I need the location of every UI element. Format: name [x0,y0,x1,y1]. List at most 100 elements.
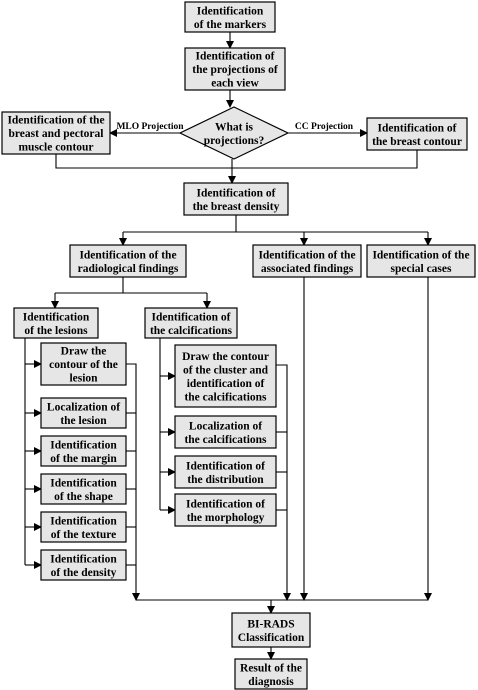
mlo-contour-label-line: breast and pectoral [9,128,104,140]
texture-label-line: Identification [50,515,117,527]
lesion-density-node: Identification of the density [40,549,127,581]
birads-label-line: Classification [238,632,305,644]
projections-label-line: the projections of [192,64,278,76]
decision-label-line: projections? [204,135,265,147]
shape-label-line: Identification [50,477,117,489]
birads-box [231,612,311,648]
draw-lesion-label-line: Draw the [61,346,107,358]
margin-label-line: of the margin [50,453,117,465]
shape-box [40,473,127,505]
density-label-line: Identification of [197,187,276,199]
special-node: Identification of the special cases [366,244,476,278]
mlo-contour-label-line: muscle contour [18,142,93,154]
distribution-box [174,455,277,489]
draw-cluster-label-line: the calcifications [184,391,267,403]
result-node: Result of the diagnosis [234,658,308,690]
distribution-label-line: Identification of [186,460,265,472]
result-label-line: Result of the [240,662,302,674]
cc-merge-line [232,150,418,169]
draw-cluster-label-line: Draw the contour [182,351,269,363]
lesions-box [13,307,99,339]
projections-label-line: each view [211,78,259,90]
density-node: Identification of the breast density [183,182,289,216]
associated-label-line: Identification of the [258,249,355,261]
texture-node: Identification of the texture [40,511,127,543]
associated-box [252,244,362,278]
morphology-node: Identification of the morphology [174,493,277,527]
associated-label-line: associated findings [261,263,354,275]
radiological-box [69,244,187,278]
birads-label-line: BI-RADS [247,618,294,630]
result-box [234,658,308,690]
morphology-label-line: the morphology [187,512,265,524]
mlo-contour-label-line: Identification of the [7,115,104,127]
radiological-node: Identification of the radiological findin… [69,244,187,278]
distribution-label-line: the distribution [187,474,264,486]
birads-node: BI-RADS Classification [231,612,311,648]
lesions-label-line: Identification [23,311,90,323]
calcifications-label-line: Identification of [152,311,231,323]
markers-label-line: of the markers [194,19,267,31]
special-label-line: special cases [390,263,452,275]
cc-contour-box [366,117,468,151]
draw-lesion-label-line: contour of the [49,359,118,371]
loc-calc-node: Localization of the calcifications [174,415,277,449]
loc-calc-label-line: Localization of [189,420,262,432]
mlo-projection-label: MLO Projection [116,122,184,132]
cc-contour-node: Identification of the breast contour [366,117,468,151]
draw-cluster-box [174,344,277,408]
texture-label-line: of the texture [51,529,117,541]
texture-box [40,511,127,543]
calcifications-output-line [276,364,291,601]
special-box [366,244,476,278]
decision-diamond [178,106,290,160]
draw-lesion-box [40,342,127,386]
margin-box [40,435,127,467]
projections-label-line: Identification of [196,51,275,63]
shape-label-line: of the shape [54,491,113,503]
draw-cluster-label-line: identification of [187,378,265,390]
lesions-output-line [126,363,140,601]
mlo-contour-box [1,111,111,155]
lesion-density-label-line: Identification [50,553,117,565]
special-label-line: Identification of the [372,249,469,261]
morphology-label-line: Identification of [186,498,265,510]
loc-lesion-node: Localization of the lesion [40,397,127,429]
distribution-node: Identification of the distribution [174,455,277,489]
lesion-density-label-line: of the density [51,567,117,579]
result-label-line: diagnosis [248,676,294,688]
morphology-box [174,493,277,527]
radiological-label-line: Identification of the [79,249,176,261]
margin-label-line: Identification [50,439,117,451]
loc-lesion-label-line: the lesion [60,415,107,427]
cc-contour-label-line: the breast contour [372,136,462,148]
density-box [183,182,289,216]
calcifications-label-line: the calcifications [150,325,233,337]
draw-cluster-label-line: of the cluster and [183,364,269,376]
calcifications-node: Identification of the calcifications [144,307,238,339]
loc-calc-label-line: the calcifications [184,434,267,446]
loc-lesion-label-line: Localization of [47,401,120,413]
projections-box [184,47,286,91]
shape-node: Identification of the shape [40,473,127,505]
lesion-density-box [40,549,127,581]
density-label-line: the breast density [193,201,280,213]
mlo-merge-line [55,154,232,169]
loc-calc-box [174,415,277,449]
loc-lesion-box [40,397,127,429]
margin-node: Identification of the margin [40,435,127,467]
radiological-label-line: radiological findings [78,263,179,275]
markers-box [184,1,276,33]
connectors [24,32,432,660]
associated-node: Identification of the associated findings [252,244,362,278]
cc-contour-label-line: Identification of [378,122,457,134]
